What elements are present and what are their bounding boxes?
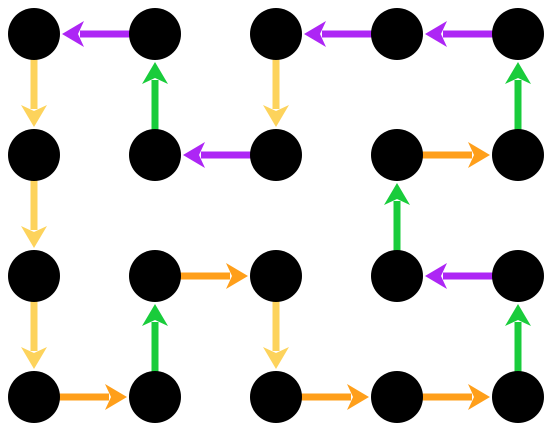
arrow-head (263, 105, 289, 127)
arrow-down-9 (21, 179, 47, 248)
arrow-head (505, 62, 531, 84)
arrow-head (425, 21, 447, 47)
arrow-left-7 (183, 142, 252, 168)
arrow-right-8 (421, 142, 490, 168)
node-r0-c4 (492, 8, 544, 60)
arrow-head (21, 347, 47, 369)
node-r2-c3 (371, 250, 423, 302)
node-r2-c2 (250, 250, 302, 302)
arrow-down-13 (21, 300, 47, 369)
node-r3-c0 (8, 371, 60, 423)
arrow-head (142, 62, 168, 84)
arrow-head (347, 384, 369, 410)
node-r1-c0 (8, 129, 60, 181)
node-r3-c3 (371, 371, 423, 423)
arrow-layer (21, 21, 531, 410)
node-r2-c4 (492, 250, 544, 302)
arrow-left-2 (304, 21, 373, 47)
arrow-up-14 (142, 304, 168, 373)
arrow-down-15 (263, 300, 289, 369)
arrow-left-12 (425, 263, 494, 289)
arrow-right-19 (421, 384, 490, 410)
node-r1-c2 (250, 129, 302, 181)
arrow-head (226, 263, 248, 289)
arrow-down-5 (263, 58, 289, 127)
node-r0-c2 (250, 8, 302, 60)
arrow-right-18 (300, 384, 369, 410)
node-r3-c4 (492, 371, 544, 423)
node-r2-c1 (129, 250, 181, 302)
arrow-head (105, 384, 127, 410)
arrow-right-17 (58, 384, 127, 410)
node-r1-c3 (371, 129, 423, 181)
arrow-head (425, 263, 447, 289)
arrow-left-0 (62, 21, 131, 47)
arrow-right-11 (179, 263, 248, 289)
arrow-head (384, 183, 410, 205)
arrow-head (505, 304, 531, 326)
node-r0-c0 (8, 8, 60, 60)
node-r0-c3 (371, 8, 423, 60)
node-r0-c1 (129, 8, 181, 60)
arrow-head (21, 226, 47, 248)
arrow-up-16 (505, 304, 531, 373)
node-layer (8, 8, 544, 423)
arrow-up-4 (142, 62, 168, 131)
arrow-head (183, 142, 205, 168)
arrow-left-1 (425, 21, 494, 47)
arrow-head (304, 21, 326, 47)
node-r2-c0 (8, 250, 60, 302)
arrow-head (62, 21, 84, 47)
arrow-head (142, 304, 168, 326)
node-r1-c4 (492, 129, 544, 181)
node-r3-c2 (250, 371, 302, 423)
node-r3-c1 (129, 371, 181, 423)
node-r1-c1 (129, 129, 181, 181)
arrow-down-3 (21, 58, 47, 127)
arrow-head (21, 105, 47, 127)
arrow-head (468, 142, 490, 168)
arrow-head (468, 384, 490, 410)
arrow-up-10 (384, 183, 410, 252)
arrow-head (263, 347, 289, 369)
arrow-up-6 (505, 62, 531, 131)
